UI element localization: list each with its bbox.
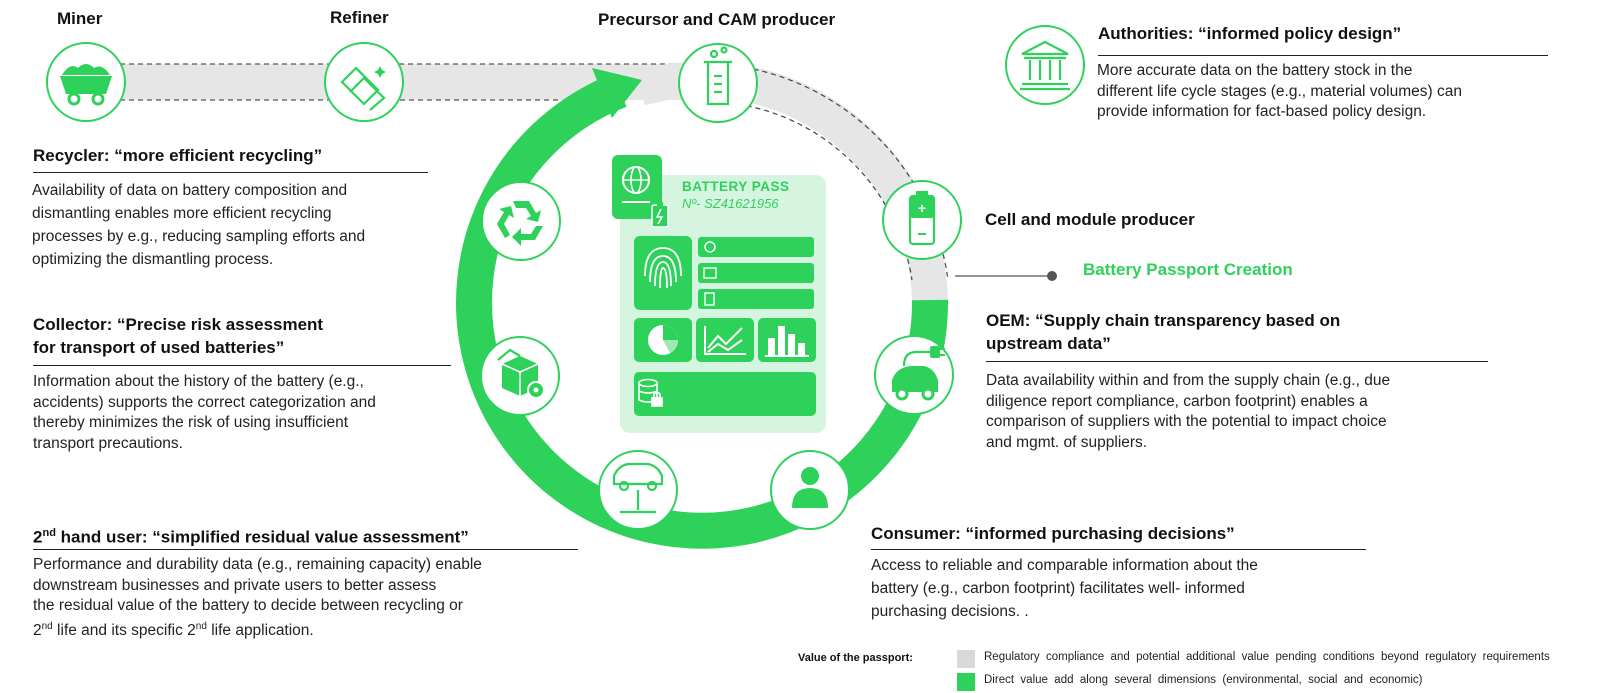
second-hand-line: downstream businesses and private users … xyxy=(33,576,437,594)
legend-label-gray: Regulatory compliance and potential addi… xyxy=(984,651,1550,663)
recycler-node xyxy=(481,181,561,261)
oem-line: diligence report compliance, carbon foot… xyxy=(986,392,1368,410)
authorities-line: provide information for fact-based polic… xyxy=(1097,103,1427,120)
data-field-1 xyxy=(698,237,814,257)
authorities-text: More accurate data on the battery stock … xyxy=(1097,61,1567,123)
mine-cart-icon xyxy=(60,64,112,106)
battery-pass-card: BATTERY PASS Nº- SZ41621956 xyxy=(612,155,826,433)
oem-heading: OEM: “Supply chain transparency based on… xyxy=(986,309,1340,355)
data-field-2 xyxy=(698,263,814,283)
precursor-node xyxy=(678,43,758,123)
box-gear-icon xyxy=(497,348,545,399)
second-hand-line: Performance and durability data (e.g., r… xyxy=(33,556,482,573)
second-hand-line: 2nd life and its specific 2nd life appli… xyxy=(33,620,314,639)
data-field-1-icon xyxy=(704,241,716,253)
consumer-text: Access to reliable and comparable inform… xyxy=(871,554,1371,623)
authorities-heading: Authorities: “informed policy design” xyxy=(1098,24,1402,43)
oem-heading-line: upstream data” xyxy=(986,334,1111,353)
refiner-node xyxy=(324,42,404,122)
database-lock-icon xyxy=(638,378,663,407)
authorities-line: More accurate data on the battery stock … xyxy=(1097,62,1413,79)
oem-node xyxy=(874,335,954,415)
second-hand-node xyxy=(598,450,678,530)
green-ring-arrowhead xyxy=(592,68,642,118)
data-field-3 xyxy=(698,289,814,309)
creation-connector-dot xyxy=(1047,271,1057,281)
line-chart-icon xyxy=(704,326,746,355)
authorities-line: different life cycle stages (e.g., mater… xyxy=(1097,82,1462,100)
bar-chart-icon xyxy=(765,326,809,357)
fingerprint-icon xyxy=(644,247,682,289)
stage-label-cell: Cell and module producer xyxy=(985,210,1195,229)
battery-passport-creation-label: Battery Passport Creation xyxy=(1083,260,1293,279)
globe-icon xyxy=(622,166,650,203)
recycler-line: dismantling enables more efficient recyc… xyxy=(32,205,332,222)
legend-swatch-green xyxy=(957,673,975,691)
government-building-icon xyxy=(1020,40,1070,91)
battery-pass-title: BATTERY PASS xyxy=(682,179,790,194)
recycle-icon xyxy=(497,201,543,246)
stage-label-precursor: Precursor and CAM producer xyxy=(598,10,836,29)
miner-node xyxy=(46,42,126,122)
consumer-line: purchasing decisions. . xyxy=(871,603,1029,620)
gray-ring-outer-dash xyxy=(717,63,949,281)
battery-pass-number: Nº- SZ41621956 xyxy=(682,196,779,211)
recycler-rule xyxy=(33,172,428,173)
oem-line: comparison of suppliers with the potenti… xyxy=(986,413,1387,430)
collector-line: accidents) supports the correct categori… xyxy=(33,393,376,411)
recycler-text: Availability of data on battery composit… xyxy=(32,179,472,271)
collector-line: Information about the history of the bat… xyxy=(33,373,364,390)
beaker-icon xyxy=(704,46,732,106)
collector-heading: Collector: “Precise risk assessment for … xyxy=(33,313,323,359)
collector-text: Information about the history of the bat… xyxy=(33,372,473,454)
battery-icon: + xyxy=(908,191,936,246)
second-hand-heading: 2nd hand user: “simplified residual valu… xyxy=(33,527,469,547)
person-icon xyxy=(792,467,828,508)
legend-swatch-gray xyxy=(957,650,975,668)
second-hand-text: Performance and durability data (e.g., r… xyxy=(33,555,593,641)
consumer-rule xyxy=(871,549,1366,550)
electric-car-icon xyxy=(892,346,945,401)
svg-text:+: + xyxy=(918,200,926,216)
consumer-node xyxy=(770,450,850,530)
authorities-node xyxy=(1005,25,1085,105)
oem-text: Data availability within and from the su… xyxy=(986,371,1516,453)
oem-line: and mgmt. of suppliers. xyxy=(986,433,1148,451)
legend-title: Value of the passport: xyxy=(798,652,913,664)
recycler-line: Availability of data on battery composit… xyxy=(32,182,348,199)
collector-node xyxy=(480,336,560,416)
pie-chart-icon xyxy=(648,325,678,355)
oem-rule xyxy=(986,361,1488,362)
data-field-2-icon xyxy=(703,267,717,279)
collector-line: thereby minimizes the risk of using insu… xyxy=(33,414,349,431)
consumer-line: battery (e.g., carbon footprint) facilit… xyxy=(871,580,1245,597)
collector-heading-line: Collector: “Precise risk assessment xyxy=(33,315,324,334)
data-field-3-icon xyxy=(704,292,715,306)
authorities-rule xyxy=(1098,55,1548,56)
gold-bars-icon xyxy=(340,66,386,111)
collector-rule xyxy=(33,365,451,366)
consumer-heading: Consumer: “informed purchasing decisions… xyxy=(871,524,1235,543)
consumer-line: Access to reliable and comparable inform… xyxy=(871,557,1258,574)
oem-line: Data availability within and from the su… xyxy=(986,372,1391,389)
stage-label-refiner: Refiner xyxy=(330,8,389,27)
legend-label-green: Direct value add along several dimension… xyxy=(984,674,1423,686)
recycler-heading: Recycler: “more efficient recycling” xyxy=(33,146,323,165)
second-hand-rule xyxy=(33,549,578,550)
database-bar xyxy=(634,372,816,416)
second-hand-line: the residual value of the battery to dec… xyxy=(33,597,463,614)
collector-line: transport precautions. xyxy=(33,434,183,452)
recycler-line: processes by e.g., reducing sampling eff… xyxy=(32,228,366,245)
car-lift-icon xyxy=(612,462,664,514)
stage-label-miner: Miner xyxy=(57,9,103,28)
small-battery-icon xyxy=(651,202,669,228)
recycler-line: optimizing the dismantling process. xyxy=(32,251,274,268)
collector-heading-line: for transport of used batteries” xyxy=(33,338,285,357)
oem-heading-line: OEM: “Supply chain transparency based on xyxy=(986,311,1341,330)
cell-node: + xyxy=(882,180,962,260)
